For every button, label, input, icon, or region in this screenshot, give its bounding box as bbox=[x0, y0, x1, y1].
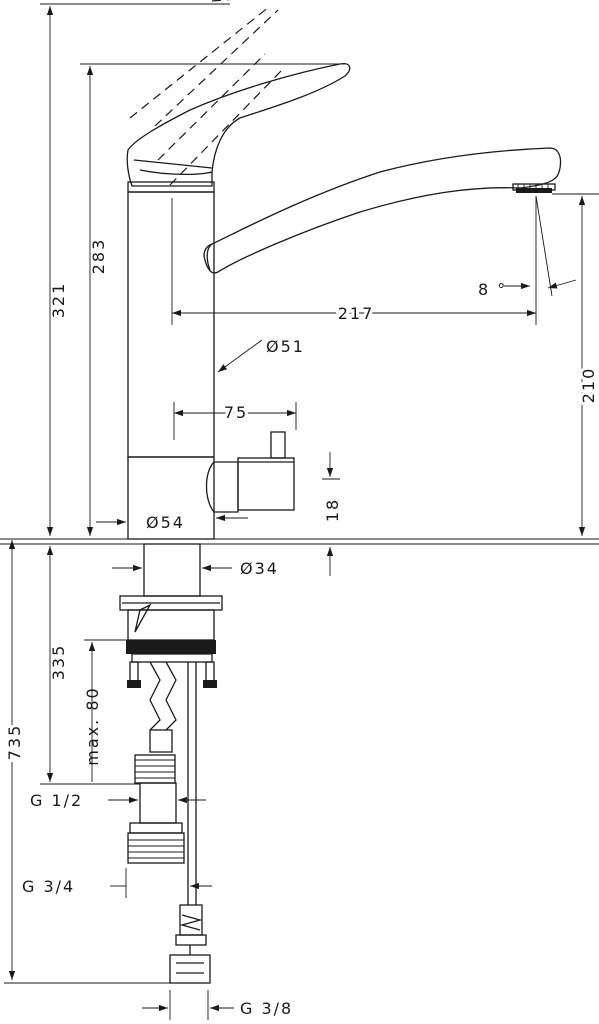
dim-735: 735 bbox=[5, 724, 24, 761]
dim-18: 18 bbox=[323, 498, 342, 522]
dim-8-degree: 8 ° bbox=[478, 280, 507, 299]
clamping-nut bbox=[126, 640, 216, 654]
dim-335: 335 bbox=[49, 644, 68, 681]
dim-283: 283 bbox=[89, 238, 108, 275]
aerator bbox=[512, 183, 556, 193]
lever-handle-open-position bbox=[129, 0, 283, 186]
mounting-assembly bbox=[119, 543, 223, 984]
dim-d54: Ø54 bbox=[146, 513, 185, 532]
lever-handle bbox=[126, 63, 351, 187]
dimension-lines bbox=[4, 3, 599, 1020]
dim-217: 217 bbox=[338, 304, 375, 323]
shank bbox=[143, 543, 201, 597]
dim-d34: Ø34 bbox=[240, 559, 279, 578]
dim-75: 75 bbox=[224, 403, 248, 422]
dim-g12: G 1/2 bbox=[30, 791, 83, 810]
dim-g34: G 3/4 bbox=[22, 877, 75, 896]
connector-g34 bbox=[127, 832, 185, 864]
faucet-body bbox=[0, 0, 599, 545]
side-valve bbox=[205, 431, 295, 513]
spout bbox=[203, 147, 562, 274]
hose-nut-g12 bbox=[134, 754, 176, 784]
dim-321: 321 bbox=[49, 282, 68, 319]
main-column bbox=[127, 191, 215, 458]
nut-g38 bbox=[169, 954, 211, 984]
dim-210: 210 bbox=[579, 367, 598, 404]
dim-g38: G 3/8 bbox=[240, 999, 293, 1018]
hose-g12 bbox=[149, 729, 173, 753]
dim-max-80: max. 80 bbox=[83, 686, 102, 765]
dimension-labels: 321 283 217 8 ° 210 Ø51 75 18 Ø54 Ø34 33… bbox=[2, 238, 599, 1018]
dim-d51: Ø51 bbox=[266, 337, 305, 356]
